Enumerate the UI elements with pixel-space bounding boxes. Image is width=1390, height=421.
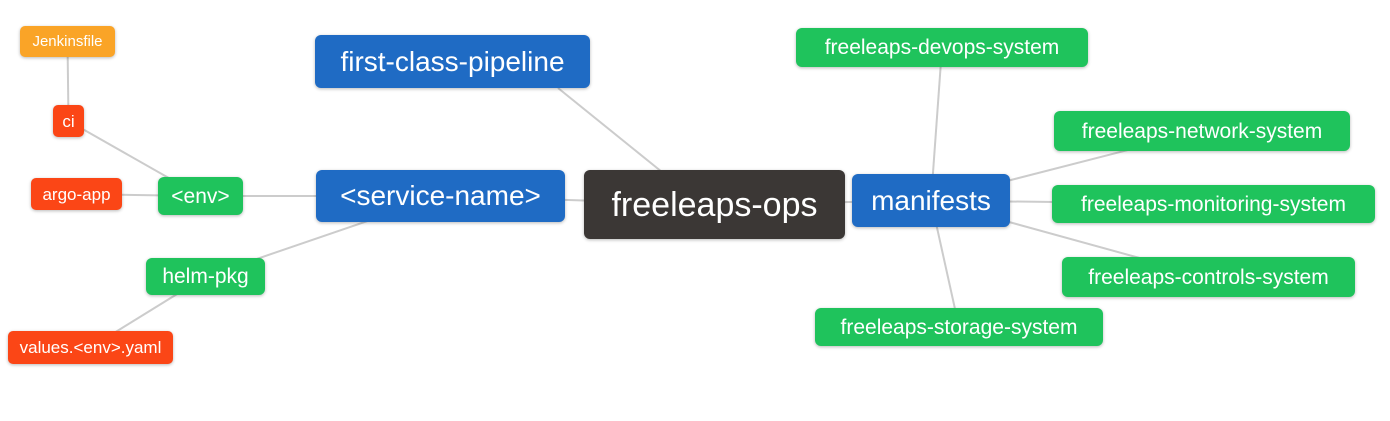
node-manifests[interactable]: manifests: [852, 174, 1010, 227]
node-devops-system[interactable]: freeleaps-devops-system: [796, 28, 1088, 67]
node-argo-app[interactable]: argo-app: [31, 178, 122, 210]
node-values-env-yaml[interactable]: values.<env>.yaml: [8, 331, 173, 364]
node-env[interactable]: <env>: [158, 177, 243, 215]
node-helm-pkg[interactable]: helm-pkg: [146, 258, 265, 295]
edge-first-class-pipeline-to-freeleaps-ops: [557, 87, 663, 173]
node-first-class-pipeline[interactable]: first-class-pipeline: [315, 35, 590, 88]
node-network-system[interactable]: freeleaps-network-system: [1054, 111, 1350, 151]
node-ci[interactable]: ci: [53, 105, 84, 137]
node-storage-system[interactable]: freeleaps-storage-system: [815, 308, 1103, 346]
node-monitoring-system[interactable]: freeleaps-monitoring-system: [1052, 185, 1375, 223]
node-jenkinsfile[interactable]: Jenkinsfile: [20, 26, 115, 57]
node-controls-system[interactable]: freeleaps-controls-system: [1062, 257, 1355, 297]
node-service-name[interactable]: <service-name>: [316, 170, 565, 222]
node-freeleaps-ops[interactable]: freeleaps-ops: [584, 170, 845, 239]
